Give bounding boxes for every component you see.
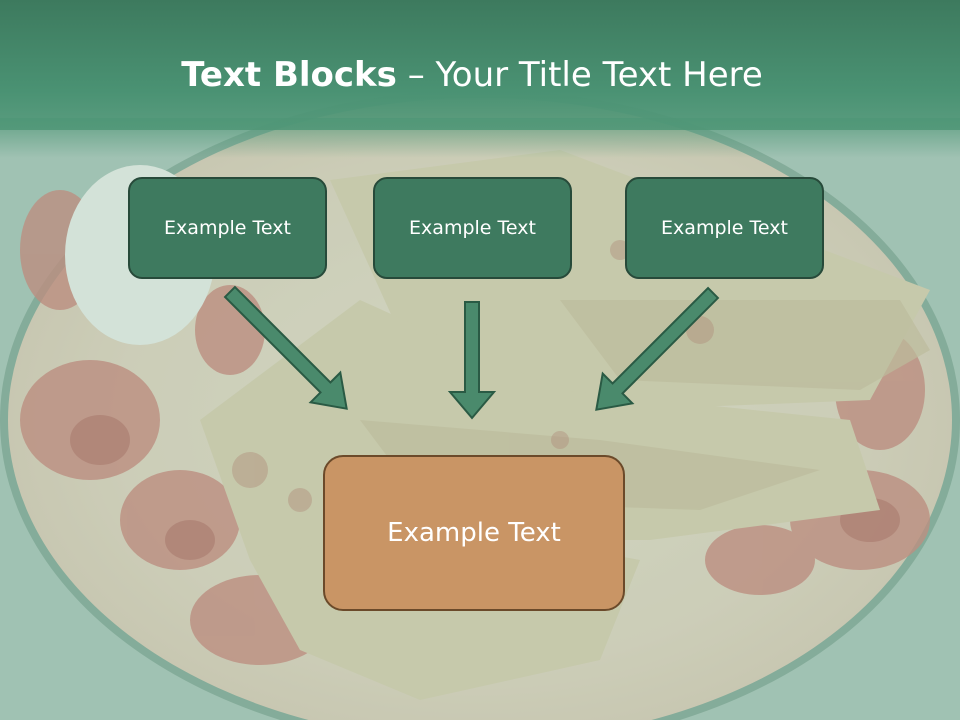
title-regular-part: Your Title Text Here [435, 55, 763, 95]
title-dash: – [396, 55, 436, 95]
text-block-main-label: Example Text [387, 518, 561, 548]
text-block-1-label: Example Text [164, 217, 291, 239]
text-block-3-label: Example Text [661, 217, 788, 239]
text-block-1[interactable]: Example Text [128, 177, 327, 279]
text-block-2-label: Example Text [409, 217, 536, 239]
title-bar [0, 0, 960, 130]
slide-title: Text Blocks – Your Title Text Here [0, 52, 944, 98]
title-bold-part: Text Blocks [181, 55, 397, 95]
text-block-main[interactable]: Example Text [323, 455, 625, 611]
text-block-2[interactable]: Example Text [373, 177, 572, 279]
title-bar-fade [0, 118, 960, 158]
text-block-3[interactable]: Example Text [625, 177, 824, 279]
